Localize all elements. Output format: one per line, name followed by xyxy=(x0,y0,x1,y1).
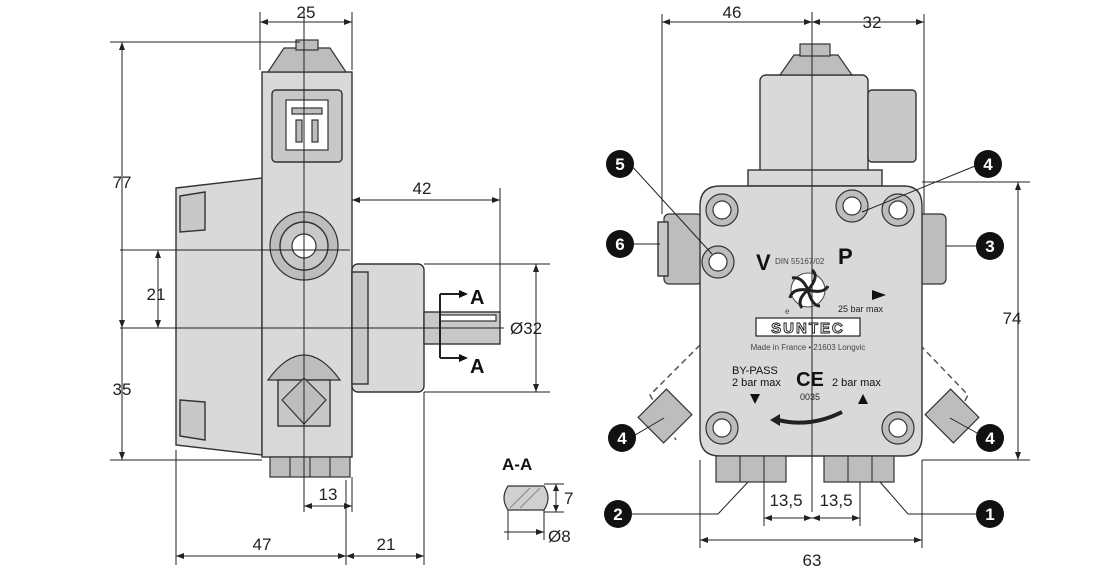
front-view: V DIN 55167/02 P e 25 bar max SUNTEC Mad… xyxy=(604,3,1030,570)
callout-4-top: 4 xyxy=(974,150,1002,178)
front-bypass-pressure: 2 bar max xyxy=(732,377,781,389)
section-title: A-A xyxy=(502,455,532,474)
callout-4-left: 4 xyxy=(608,424,636,452)
dim-front-32: 32 xyxy=(863,13,882,32)
front-screw-top xyxy=(835,189,869,223)
front-pressure-p: 25 bar max xyxy=(838,304,884,314)
side-wing-tab-top xyxy=(179,191,206,233)
front-label-v: V xyxy=(756,250,771,275)
front-small-e: e xyxy=(785,307,790,316)
callout-4-right: 4 xyxy=(976,424,1004,452)
dim-side-42: 42 xyxy=(413,179,432,198)
front-ce-number: 0035 xyxy=(800,392,820,402)
front-made-in: Made in France • 21603 Longvic xyxy=(751,343,866,352)
front-din-text: DIN 55167/02 xyxy=(775,257,825,266)
dim-side-21-left: 21 xyxy=(147,285,166,304)
rotation-arrow-icon xyxy=(777,410,843,425)
side-connector-pin-right xyxy=(311,119,319,143)
front-fitting-diag-left xyxy=(637,388,693,444)
svg-text:4: 4 xyxy=(617,429,627,448)
front-screw-bl xyxy=(705,411,739,445)
dim-side-25: 25 xyxy=(297,3,316,22)
right-arrow-icon xyxy=(858,394,868,404)
side-top-cap xyxy=(295,39,319,51)
front-bypass-title: BY-PASS xyxy=(732,365,778,377)
front-fitting-left-cap xyxy=(657,221,669,277)
side-view: 25 77 21 35 42 Ø32 A A xyxy=(110,3,550,565)
dim-side-13: 13 xyxy=(319,485,338,504)
front-top-cap xyxy=(799,43,831,57)
dim-side-d32: Ø32 xyxy=(510,319,542,338)
dim-front-63: 63 xyxy=(803,551,822,570)
front-top-nut xyxy=(778,54,854,76)
front-brand-plate xyxy=(755,317,861,337)
section-marker-a-lower: A xyxy=(470,356,484,378)
bypass-arrow-icon xyxy=(750,394,760,404)
front-screw-tr xyxy=(881,193,915,227)
front-screw-tl xyxy=(705,193,739,227)
section-view: A-A 7 Ø8 xyxy=(502,455,573,546)
side-wing-tab-bottom xyxy=(179,399,206,441)
side-connector-pin-top xyxy=(291,107,323,115)
front-screw-br xyxy=(881,411,915,445)
svg-text:6: 6 xyxy=(615,235,624,254)
dim-side-47: 47 xyxy=(253,535,272,554)
front-bottom-fitting-left xyxy=(715,455,787,483)
suntec-swirl-logo xyxy=(788,268,830,309)
side-connector-pin-left xyxy=(295,119,303,143)
front-coil-base xyxy=(747,169,883,187)
svg-text:5: 5 xyxy=(615,155,624,174)
front-right-pressure: 2 bar max xyxy=(832,377,881,389)
section-marker-a-upper: A xyxy=(470,287,484,309)
front-label-p: P xyxy=(838,244,853,269)
callout-6: 6 xyxy=(606,230,634,258)
svg-text:4: 4 xyxy=(985,429,995,448)
pressure-arrow-icon xyxy=(872,290,886,300)
dim-section-d8: Ø8 xyxy=(548,527,571,546)
callout-3: 3 xyxy=(976,232,1004,260)
dim-front-13-5-left: 13,5 xyxy=(769,491,802,510)
front-fitting-left xyxy=(663,213,703,285)
front-ce-mark: CE xyxy=(796,369,824,391)
dim-side-77: 77 xyxy=(113,173,132,192)
svg-text:1: 1 xyxy=(985,505,994,524)
front-bottom-fitting-right xyxy=(823,455,895,483)
section-shaft-profile xyxy=(503,485,549,511)
side-shaft-key xyxy=(439,314,497,322)
dim-front-46: 46 xyxy=(723,3,742,22)
front-coil xyxy=(759,74,869,176)
front-coil-connector xyxy=(867,89,917,163)
svg-text:2: 2 xyxy=(613,505,622,524)
callout-2: 2 xyxy=(604,500,632,528)
dim-front-13-5-right: 13,5 xyxy=(819,491,852,510)
dim-side-35: 35 xyxy=(113,380,132,399)
dim-side-21-bottom: 21 xyxy=(377,535,396,554)
dim-front-74: 74 xyxy=(1003,309,1022,328)
front-fitting-diag-right xyxy=(924,388,980,444)
front-brand: SUNTEC xyxy=(771,320,845,337)
svg-text:4: 4 xyxy=(983,155,993,174)
svg-text:3: 3 xyxy=(985,237,994,256)
callout-5: 5 xyxy=(606,150,634,178)
callout-1: 1 xyxy=(976,500,1004,528)
dim-section-7: 7 xyxy=(564,489,573,508)
side-top-nut xyxy=(266,47,348,73)
front-screw-port5 xyxy=(701,245,735,279)
